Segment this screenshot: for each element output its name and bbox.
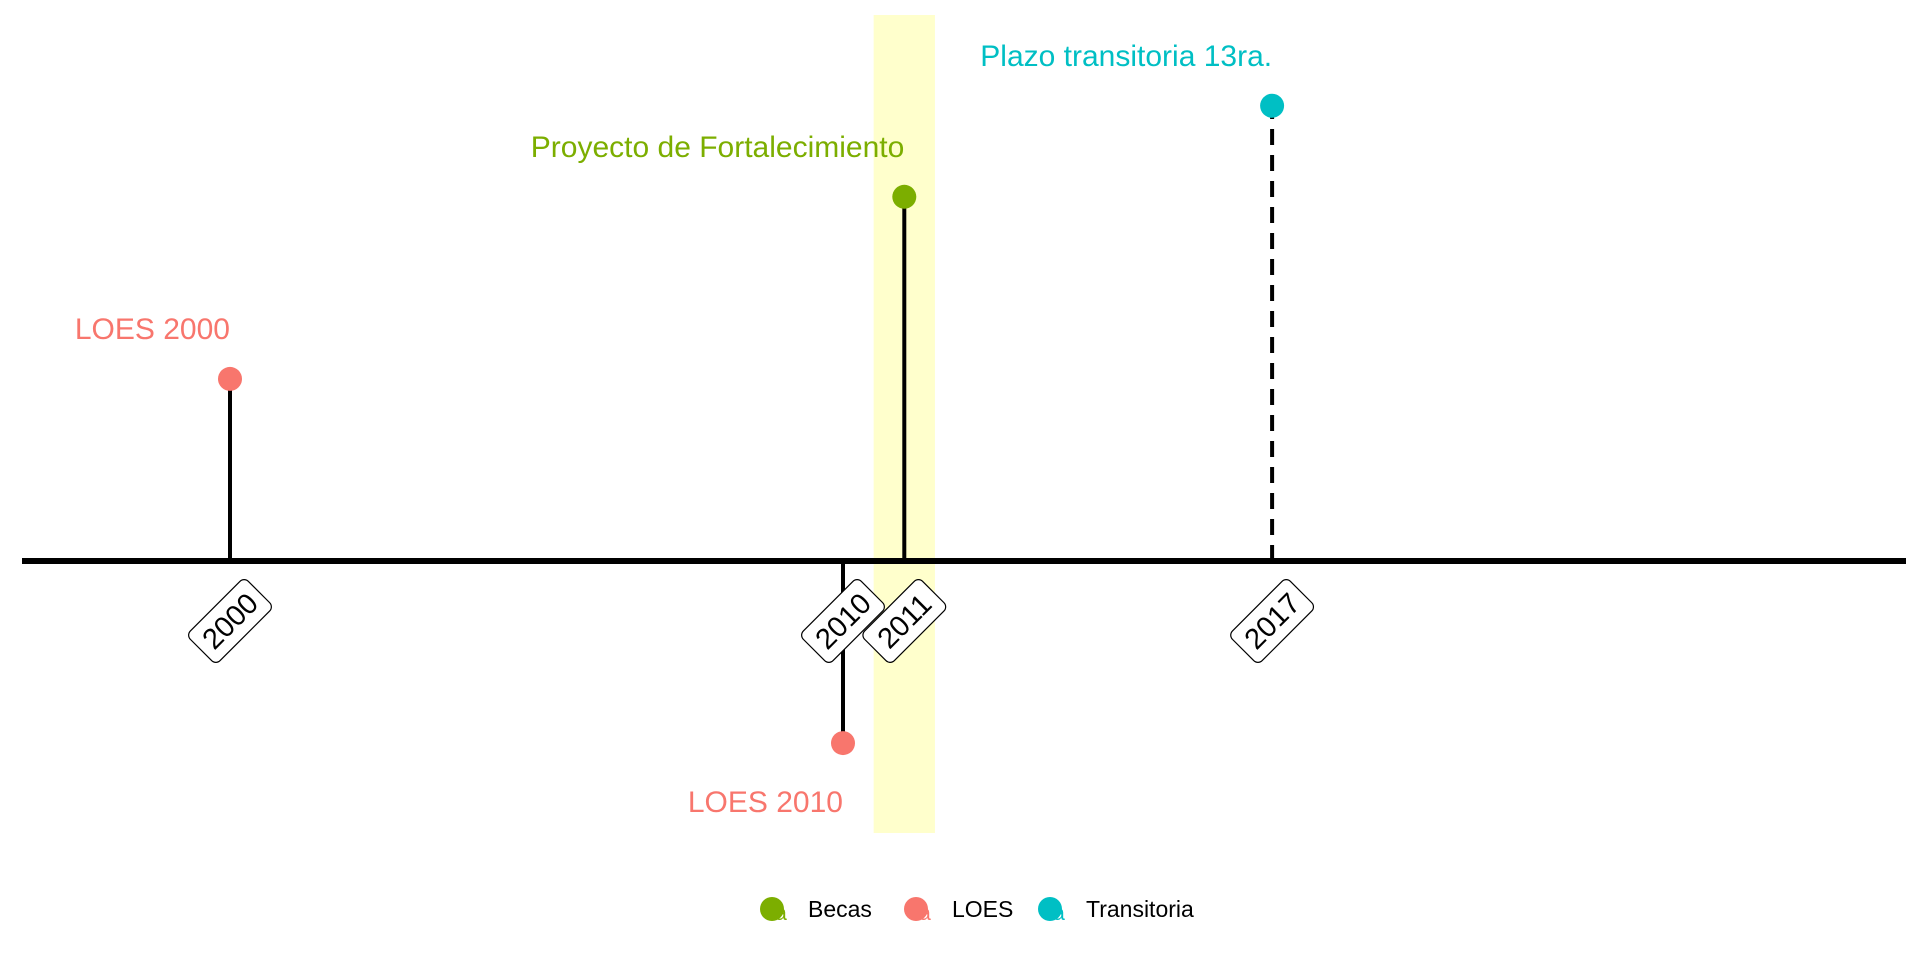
event-label-2011: Proyecto de Fortalecimiento <box>531 131 905 164</box>
year-tick-2010: 2010 <box>801 579 885 663</box>
legend-item-transitoria: a Transitoria <box>1038 896 1194 925</box>
event-point-2000 <box>218 366 242 391</box>
legend-item-becas: a Becas <box>760 896 872 925</box>
legend-label: Becas <box>808 896 872 922</box>
year-tick-2000: 2000 <box>188 579 272 663</box>
legend-label: Transitoria <box>1086 896 1194 922</box>
legend-key-glyph: a <box>775 902 787 925</box>
year-tick-box <box>1230 579 1315 663</box>
legend-key-becas <box>760 897 784 921</box>
year-tick-box <box>801 579 885 663</box>
year-tick-2017: 2017 <box>1230 579 1315 663</box>
event-label-2000: LOES 2000 <box>75 313 230 346</box>
legend-key-loes <box>904 897 928 921</box>
event-label-2017: Plazo transitoria 13ra. <box>980 40 1272 73</box>
legend-key-transitoria <box>1038 897 1062 921</box>
legend-key-glyph: a <box>919 902 931 925</box>
legend-label: LOES <box>952 896 1013 922</box>
event-point-2011 <box>892 184 917 209</box>
event-label-2010: LOES 2010 <box>688 786 843 819</box>
event-point-2010 <box>831 731 855 756</box>
year-tick-box <box>188 579 272 663</box>
event-point-2017 <box>1260 93 1285 118</box>
legend-item-loes: a LOES <box>904 896 1013 925</box>
year-tick-box <box>862 579 947 663</box>
legend-key-glyph: a <box>1053 902 1065 925</box>
